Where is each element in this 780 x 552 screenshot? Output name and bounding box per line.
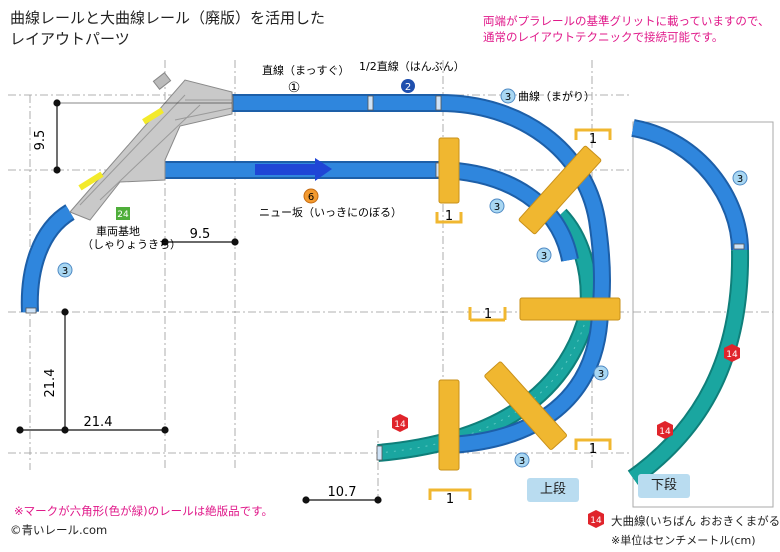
straight-label: 直線（まっすぐ） [262, 63, 350, 77]
curve-badge: 3 [737, 174, 743, 185]
title-line-2: レイアウトパーツ [10, 30, 130, 48]
pier-label: 1 [589, 442, 597, 457]
copyright: ©青いレール.com [10, 523, 108, 537]
curve-badge: 3 [519, 456, 525, 467]
dim-h-21-4: 21.4 [84, 415, 113, 430]
lower-stage-panel [632, 121, 774, 508]
lower-stage-teal-rail [627, 249, 750, 486]
pier-label: 1 [484, 307, 492, 322]
curve-badges [57, 170, 748, 468]
grid-note-line-2: 通常のレイアウトテクニックで接続可能です。 [483, 30, 724, 44]
curve-badge: 3 [494, 202, 500, 213]
depot-badge: 24 [117, 210, 129, 220]
slope-label: ニュー坂（いっきにのぼる） [259, 206, 402, 219]
pier-label: 1 [445, 209, 453, 224]
depot-rail [69, 72, 233, 221]
piers [438, 137, 621, 471]
curve-badge: 3 [505, 92, 511, 103]
straight-badge: ① [288, 80, 301, 96]
half-straight-badge: 2 [405, 82, 411, 93]
hex-badges [392, 344, 740, 528]
depot-label: 車両基地 [96, 224, 140, 238]
half-straight-label: 1/2直線（はんぶん） [359, 59, 465, 73]
half-straight-badge-circle [401, 79, 415, 93]
depot-badge-box [116, 207, 130, 220]
upper-stage-label: 上段 [527, 478, 579, 502]
slope-badge: 6 [308, 192, 314, 203]
curve-badge: 3 [598, 369, 604, 380]
pier-brackets [428, 128, 612, 500]
big-curve-badge: 14 [659, 427, 671, 437]
dim-v-21-4: 21.4 [43, 369, 58, 398]
dim-h-10-7: 10.7 [328, 485, 357, 500]
curve-label: 曲線（まがり） [518, 89, 595, 103]
dim-v-9-5: 9.5 [33, 130, 48, 151]
slope-arrow [255, 158, 332, 181]
page-title: 曲線レールと大曲線レール（廃版）を活用した レイアウトパーツ [10, 8, 325, 50]
title-line-1: 曲線レールと大曲線レール（廃版）を活用した [10, 9, 326, 27]
curve-badge-circle [500, 88, 516, 104]
depot-reading: （しゃりょうきち） [82, 238, 181, 251]
curve-badge: 3 [62, 266, 68, 277]
discontinued-note: ※マークが六角形(色が緑)のレールは絶版品です。 [14, 504, 273, 518]
dim-h-9-5: 9.5 [190, 227, 211, 242]
lower-stage-label: 下段 [638, 474, 690, 498]
slope-badge-circle [303, 188, 319, 204]
legend-label: 大曲線(いちばん おおきくまがる) [611, 514, 780, 528]
pier-label: 1 [446, 492, 454, 507]
grid-note-line-1: 両端がプラレールの基準グリットに載っていますので、 [483, 14, 770, 28]
dimension-lines [16, 99, 382, 504]
pier-label: 1 [589, 132, 597, 147]
big-curve-badge: 14 [394, 420, 406, 430]
big-curve-badge: 14 [726, 350, 738, 360]
curve-badge: 3 [541, 251, 547, 262]
legend-badge: 14 [590, 516, 602, 526]
unit-note: ※単位はセンチメートル(cm) [611, 534, 756, 547]
grid-note: 両端がプラレールの基準グリットに載っていますので、 通常のレイアウトテクニックで… [483, 13, 769, 45]
